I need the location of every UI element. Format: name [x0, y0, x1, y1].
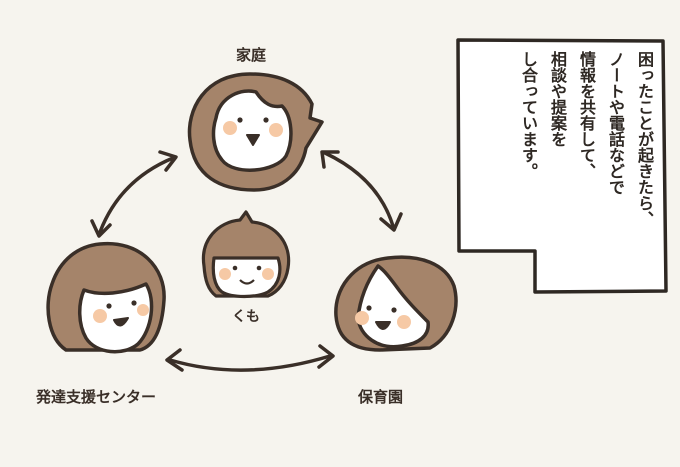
family-label: 家庭	[236, 44, 266, 65]
kumo-label: くも	[232, 306, 260, 326]
kumo-face-icon	[203, 212, 288, 297]
arrow-family-center	[92, 152, 176, 236]
nursery-face-icon	[336, 257, 456, 350]
callout-line: 困ったことが起きたら、	[630, 51, 659, 281]
family-face-icon	[189, 74, 322, 190]
arrow-center-nursery	[167, 346, 333, 370]
callout-line: 相談や提案を	[543, 51, 572, 281]
arrow-family-nursery	[322, 152, 401, 230]
callout-line: し合っています。	[514, 51, 543, 281]
callout-line: ノートや電話などで	[601, 51, 630, 281]
support-center-face-icon	[48, 244, 164, 352]
support-center-label: 発達支援センター	[36, 386, 156, 407]
callout-text: 困ったことが起きたら、 ノートや電話などで 情報を共有して、 相談や提案を し合…	[514, 51, 659, 281]
callout-line: 情報を共有して、	[572, 51, 601, 281]
callout-box: 困ったことが起きたら、 ノートや電話などで 情報を共有して、 相談や提案を し合…	[455, 37, 669, 295]
nursery-label: 保育園	[358, 386, 403, 407]
